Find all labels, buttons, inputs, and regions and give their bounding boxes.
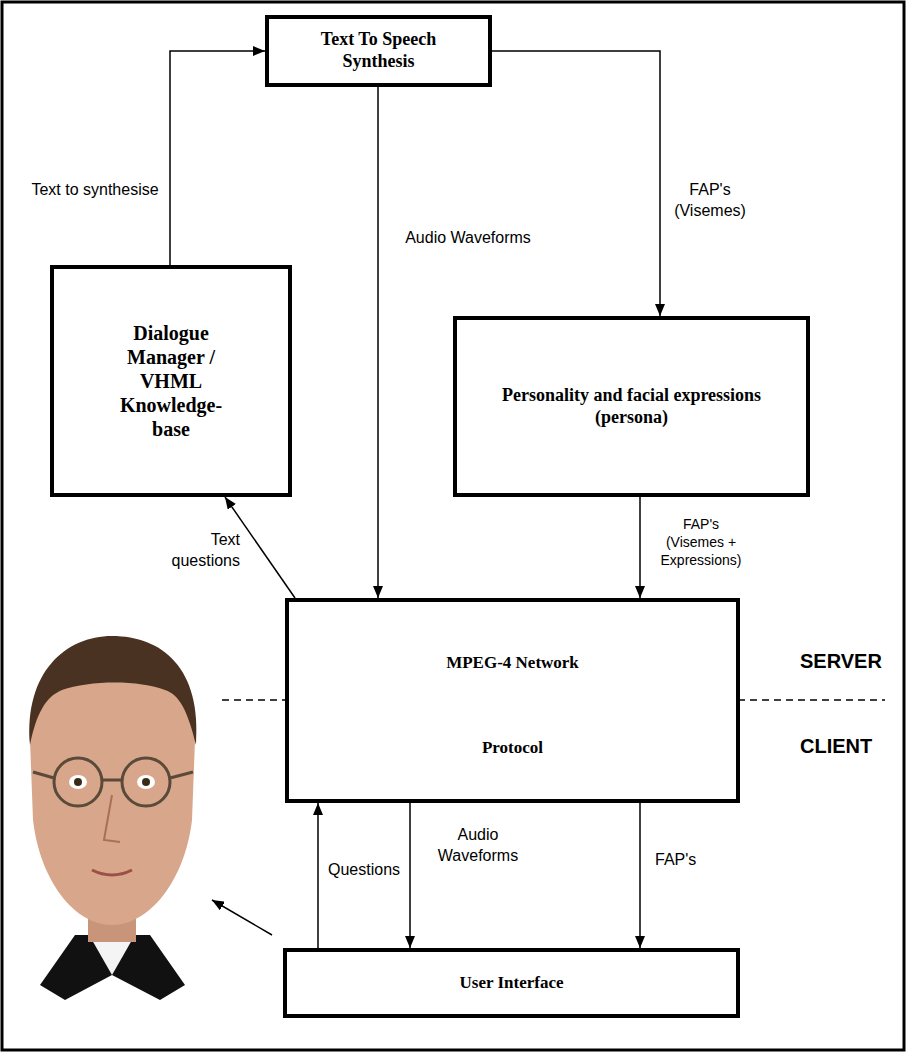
connector-arrow [409,803,411,948]
box-label: MPEG-4 Network [446,653,579,673]
mouth [92,870,132,875]
box-label: User Interface [459,973,563,993]
connector-arrow [317,803,319,948]
connector-arrow [639,803,641,948]
box-label: Personality and facial expressions (pers… [487,385,777,428]
connector-arrow [377,87,379,598]
edge-label: Text to synthesise [30,180,160,201]
box-label: Dialogue Manager / VHML Knowledge-base [106,321,236,441]
pupil [142,778,150,786]
interface-box: User Interface [283,948,740,1018]
shirt [40,935,185,1000]
box-label: Text To Speech Synthesis [289,29,469,72]
region-label: CLIENT [800,733,872,759]
edge-label: Audio Waveforms [428,825,528,867]
edge-label: Text questions [150,530,240,572]
collar [92,940,132,975]
region-label: SERVER [800,648,882,674]
hair [29,636,196,745]
connector-arrow [639,497,641,598]
eye [137,775,155,789]
edge-label: FAP's [655,850,715,871]
connector-arrow [170,51,265,265]
box-label: Protocol [482,738,543,758]
edge-label: FAP's (Visemes) [670,180,750,222]
glasses-bridge [102,779,122,782]
edge-label: Questions [328,860,418,881]
glasses-lens [122,758,170,806]
knowledge-box: Dialogue Manager / VHML Knowledge-base [50,265,292,497]
connector-arrow [492,51,660,316]
network-box: MPEG-4 NetworkProtocol [285,598,740,803]
nose [104,795,120,842]
edge-label: Audio Waveforms [393,228,543,249]
pupil [74,778,82,786]
process-box: Text To Speech Synthesis [265,15,492,87]
glasses-arm [170,772,193,778]
eye [69,775,87,789]
face-illustration [29,636,196,1000]
process-box: Personality and facial expressions (pers… [453,316,810,497]
edge-label: FAP's (Visemes + Expressions) [655,515,747,570]
glasses-lens [54,758,102,806]
pointer-arrow [212,900,272,935]
glasses-arm [33,772,54,778]
